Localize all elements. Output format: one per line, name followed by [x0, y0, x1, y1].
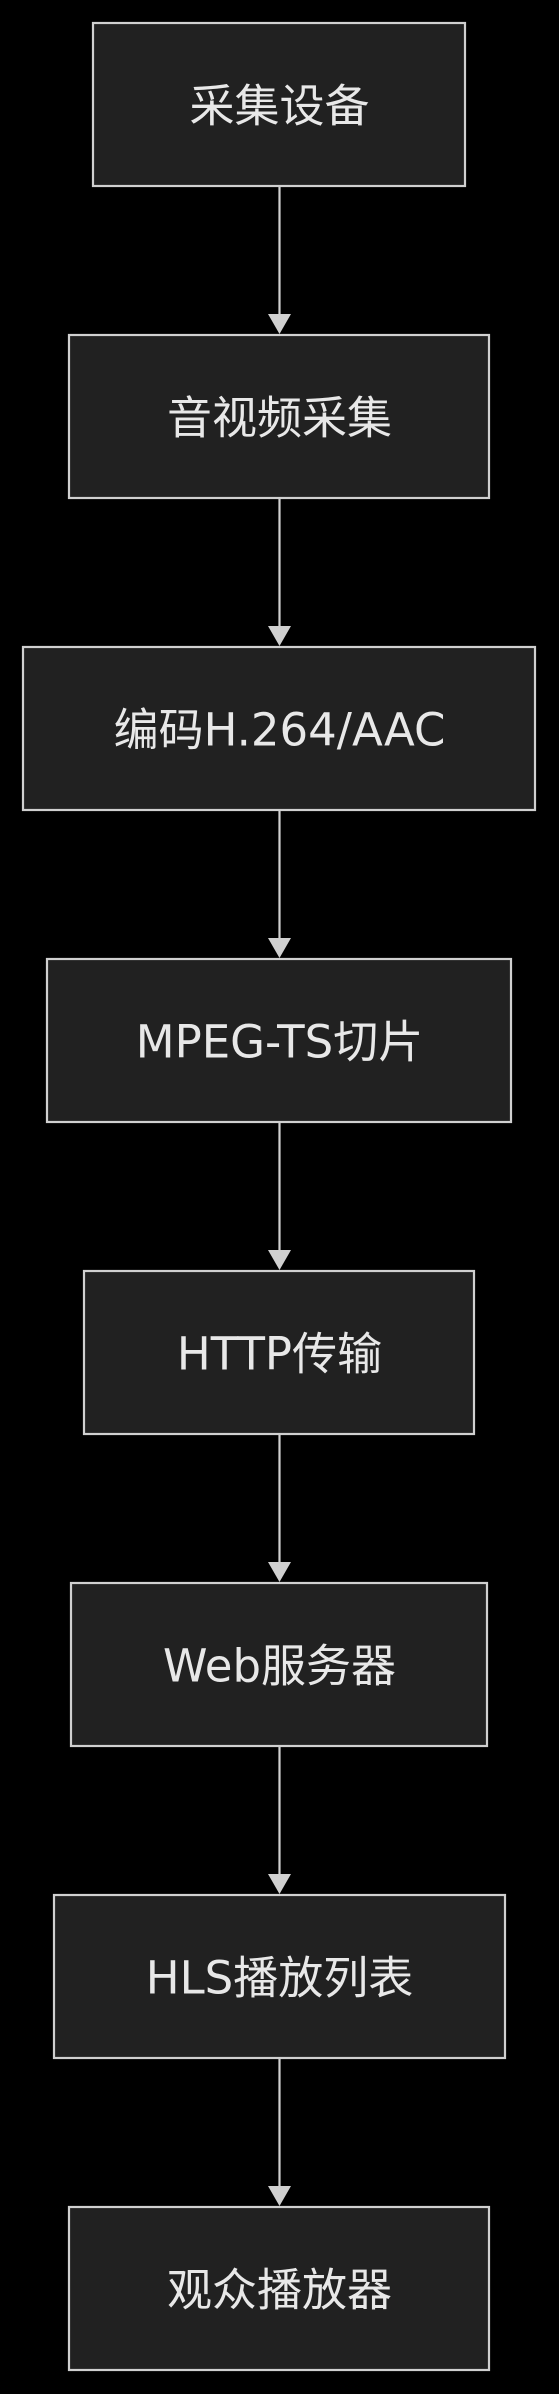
- edge-encode-to-ts-segment: [268, 810, 291, 958]
- edge-capture-device-to-av-capture: [268, 186, 291, 334]
- node-web-server: Web服务器: [69, 1581, 489, 1748]
- node-label-ts-segment: MPEG-TS切片: [136, 1016, 423, 1069]
- edge-web-server-to-playlist: [268, 1746, 291, 1894]
- node-av-capture: 音视频采集: [67, 333, 491, 500]
- edge-av-capture-to-encode: [268, 498, 291, 646]
- node-label-capture-device: 采集设备: [189, 80, 369, 133]
- edge-ts-segment-to-http: [268, 1122, 291, 1270]
- nodes-layer: 采集设备 音视频采集 编码H.264/AAC MPEG-TS切片 HTTP传输 …: [21, 21, 537, 2372]
- node-ts-segment: MPEG-TS切片: [45, 957, 513, 1124]
- edge-http-to-web-server: [268, 1434, 291, 1582]
- node-label-hls-playlist: HLS播放列表: [146, 1952, 413, 2005]
- node-http-transfer: HTTP传输: [82, 1269, 476, 1436]
- node-label-encode: 编码H.264/AAC: [114, 704, 446, 757]
- node-hls-playlist: HLS播放列表: [52, 1893, 507, 2060]
- node-encode: 编码H.264/AAC: [21, 645, 537, 812]
- node-label-web-server: Web服务器: [163, 1640, 396, 1693]
- node-label-viewer-player: 观众播放器: [167, 2264, 392, 2317]
- edge-playlist-to-viewer-player: [268, 2058, 291, 2206]
- node-label-av-capture: 音视频采集: [167, 392, 392, 445]
- node-viewer-player: 观众播放器: [67, 2205, 491, 2372]
- node-capture-device: 采集设备: [91, 21, 467, 188]
- edges-layer: [268, 186, 291, 2206]
- node-label-http-transfer: HTTP传输: [177, 1328, 382, 1381]
